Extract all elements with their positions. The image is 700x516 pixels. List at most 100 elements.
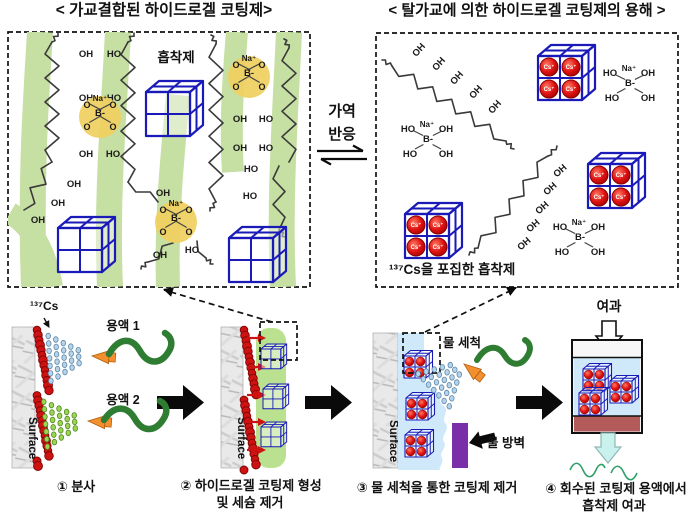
polymer-chain — [120, 41, 136, 183]
chem-label: HO — [244, 164, 258, 175]
spray-droplet — [71, 412, 77, 419]
chem-label: B- — [171, 213, 181, 224]
cs-ion — [417, 409, 428, 420]
chem-label: OH — [439, 149, 453, 160]
spray-droplet — [48, 402, 55, 409]
cs-ion — [406, 237, 426, 257]
cs-ion — [590, 404, 601, 415]
chain-end-squiggle — [283, 38, 291, 49]
adsorbent-cube — [260, 343, 288, 370]
chem-label: OH — [233, 114, 247, 125]
cs-ion — [428, 215, 448, 235]
cs-ion-label: Cs⁺ — [411, 222, 422, 229]
chem-label: OH — [551, 162, 569, 180]
cs-ion — [621, 381, 632, 392]
chem-label: HO — [107, 49, 121, 60]
uptake-arrow-head — [258, 391, 266, 399]
chem-label: B- — [625, 78, 635, 89]
cs137-dot — [44, 385, 54, 396]
spray-droplet — [439, 364, 445, 371]
chem-label: B- — [244, 68, 254, 79]
chem-label: B- — [575, 232, 585, 243]
chem-label: OH — [410, 41, 428, 59]
chain-end-squiggle — [547, 145, 558, 157]
cs-ion — [417, 398, 428, 409]
reversible-reaction-line1: 가역 — [328, 103, 356, 120]
spray-droplet — [441, 376, 447, 384]
cs-adsorbent-cube — [582, 362, 613, 392]
spray-droplet — [61, 361, 68, 368]
chem-label: HO — [555, 247, 569, 258]
filtrate-wave-1 — [569, 462, 606, 478]
chem-label: HO — [259, 114, 273, 125]
water-wash-spray — [415, 361, 462, 410]
polymer-chain — [127, 181, 159, 203]
chem-label: OH — [79, 149, 93, 160]
zoom-box-step2 — [259, 321, 298, 361]
uptake-arrow-head — [258, 446, 266, 454]
adsorbent-cube — [227, 225, 288, 284]
cs-adsorbent-cube — [405, 391, 436, 421]
spray-droplet — [41, 406, 48, 413]
adsorbent-cube — [56, 215, 117, 274]
spray-droplet — [452, 366, 458, 373]
chem-label: Na⁺ — [93, 94, 107, 103]
spray-droplet — [420, 376, 427, 383]
zoom-box-step3 — [402, 332, 441, 374]
spray-droplet — [65, 429, 71, 437]
chem-label: OH — [641, 68, 655, 79]
chem-label: OH — [67, 179, 81, 190]
cs137-dot — [44, 451, 54, 461]
spray-droplet — [425, 381, 432, 388]
spray-droplet — [54, 365, 61, 373]
chem-label: OH — [448, 69, 466, 87]
cs-ion-label: Cs⁺ — [411, 244, 422, 251]
cs-ion — [610, 392, 621, 403]
spray-droplet — [56, 412, 63, 419]
spray-droplet — [431, 386, 437, 394]
spray-droplet — [446, 403, 452, 410]
spray-droplet — [449, 374, 455, 381]
isotope-label: ¹³⁷Cs — [30, 299, 59, 313]
polymer-chain — [272, 165, 286, 231]
spray-droplet — [53, 343, 59, 351]
adsorbent-label: 흡착제 — [157, 50, 195, 65]
cs137-dot — [251, 459, 261, 470]
cs-ion — [405, 446, 416, 457]
spray-droplet — [75, 353, 82, 360]
uptake-arrow-head — [258, 418, 266, 426]
step2-caption-line1: ② 하이드로겔 코팅제 형성 — [180, 478, 322, 493]
spray-droplet — [47, 362, 53, 370]
cs-ion — [416, 446, 427, 457]
cs-loaded-cubes-step3 — [403, 349, 436, 458]
spray-droplet — [42, 421, 49, 428]
spray-droplet — [451, 387, 457, 394]
cs-ion — [539, 79, 559, 99]
cs-adsorbent-cube: Cs⁺Cs⁺Cs⁺Cs⁺ — [586, 151, 647, 210]
spray-droplet — [449, 395, 455, 402]
spray-droplet — [423, 368, 429, 375]
cs-ion — [561, 57, 581, 77]
spray-droplet — [43, 428, 49, 435]
solution1-label: 용액 1 — [106, 319, 140, 333]
spray-droplet — [444, 369, 450, 376]
surface-label-3: Surface — [387, 420, 399, 462]
cs-ion-label: Cs⁺ — [566, 86, 577, 93]
spray-droplet — [444, 389, 450, 397]
cs-ion — [610, 381, 621, 392]
surface-label-1: Surface — [26, 417, 38, 459]
chem-label: OH — [515, 235, 533, 253]
spray-droplet — [50, 424, 56, 431]
chem-label: Na⁺ — [572, 218, 586, 227]
chem-label: OH — [79, 49, 93, 60]
spray-droplet — [438, 384, 445, 391]
polymer-chain — [196, 240, 207, 259]
cs-ion — [589, 187, 609, 207]
filtrate-out-arrow — [593, 432, 623, 464]
surface-label-2: Surface — [235, 417, 247, 459]
cs-ion — [621, 392, 632, 403]
polymer-chain — [147, 242, 174, 263]
chem-label: HO — [259, 143, 273, 154]
